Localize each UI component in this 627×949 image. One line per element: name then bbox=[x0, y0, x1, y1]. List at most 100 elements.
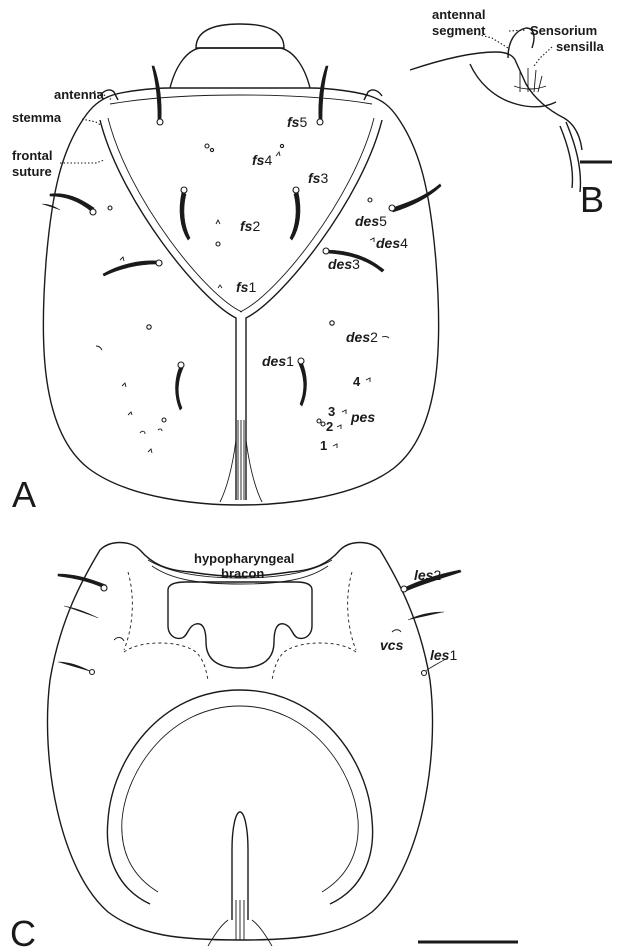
label-fs1: fs1 bbox=[236, 279, 256, 295]
seta-socket bbox=[389, 205, 395, 211]
seta-long bbox=[152, 66, 161, 120]
seta-socket bbox=[90, 209, 96, 215]
seta-socket bbox=[422, 671, 427, 676]
epicranial-hatching bbox=[220, 420, 262, 502]
leader-frontal-suture bbox=[60, 160, 104, 163]
sensillum bbox=[333, 444, 337, 448]
sensillum bbox=[120, 257, 124, 261]
seta-socket bbox=[156, 260, 162, 266]
seta-mid-left bbox=[176, 366, 184, 410]
ventral-outline bbox=[47, 543, 432, 941]
label-vcs: vcs bbox=[380, 637, 404, 653]
label-antennal-segment-line1: antennal bbox=[432, 7, 485, 22]
label-sensilla: sensilla bbox=[556, 39, 604, 54]
label-des5: des5 bbox=[355, 213, 387, 229]
seta-socket bbox=[323, 248, 329, 254]
label-des2: des2 bbox=[346, 329, 378, 345]
occipital-foramen-outer-left bbox=[107, 820, 150, 904]
clypeus-shape bbox=[170, 48, 310, 88]
sensillum bbox=[114, 637, 124, 641]
sensillum bbox=[382, 336, 389, 338]
occipital-foramen-inner-left bbox=[122, 820, 158, 892]
seta-des5 bbox=[392, 184, 441, 212]
pit bbox=[317, 419, 321, 423]
sensillum bbox=[158, 429, 162, 431]
panel-c-drawing bbox=[47, 543, 518, 947]
label-fs2: fs2 bbox=[240, 218, 260, 234]
label-pes-1: 1 bbox=[320, 438, 327, 453]
leader-stemma bbox=[82, 119, 102, 126]
pit bbox=[210, 148, 213, 151]
label-pes: pes bbox=[350, 409, 375, 425]
hypopharyngeal-sclerite bbox=[168, 582, 312, 668]
label-les2: les2 bbox=[414, 567, 441, 583]
seta-les1-left bbox=[58, 662, 92, 672]
seta-socket bbox=[181, 187, 187, 193]
label-frontal-suture-line2: suture bbox=[12, 164, 52, 179]
sensillum bbox=[276, 152, 280, 156]
label-stemma: stemma bbox=[12, 110, 62, 125]
seta-des1 bbox=[299, 362, 307, 406]
occipital-foramen-inner bbox=[122, 706, 358, 892]
seta-fs3-right bbox=[290, 192, 300, 240]
label-pes-2: 2 bbox=[326, 419, 333, 434]
sensillum-vcs bbox=[392, 630, 401, 632]
seta-socket bbox=[317, 119, 323, 125]
seta-lateral-2 bbox=[103, 261, 158, 276]
label-des1: des1 bbox=[262, 353, 294, 369]
seta-socket bbox=[90, 670, 95, 675]
antenna-outer-contour bbox=[410, 52, 582, 150]
label-des3: des3 bbox=[328, 256, 360, 272]
front-margin-arc bbox=[110, 95, 372, 104]
antenna-lower-contour bbox=[470, 64, 556, 107]
seta-fs3-left bbox=[180, 192, 190, 240]
sensillum bbox=[337, 425, 341, 429]
seta-socket bbox=[293, 187, 299, 193]
sensillum bbox=[370, 238, 374, 242]
leader-sensorium bbox=[509, 30, 526, 31]
seta-socket bbox=[101, 585, 107, 591]
pit bbox=[216, 242, 220, 246]
sensilla-base bbox=[514, 86, 546, 89]
pit bbox=[205, 144, 209, 148]
label-les1: les1 bbox=[430, 647, 457, 663]
pit bbox=[108, 206, 112, 210]
pit bbox=[147, 325, 151, 329]
sensillum bbox=[148, 449, 152, 453]
seta-socket bbox=[157, 119, 163, 125]
panel-letter-b: B bbox=[580, 179, 604, 220]
sensillum bbox=[96, 346, 102, 350]
sensillum bbox=[342, 410, 346, 414]
label-antennal-segment-line2: segment bbox=[432, 23, 486, 38]
tentorial-arms-dashed bbox=[124, 643, 356, 680]
seta-socket bbox=[298, 358, 304, 364]
seta-long bbox=[319, 66, 328, 120]
label-frontal-suture-line1: frontal bbox=[12, 148, 52, 163]
frontal-suture-left-inner bbox=[108, 118, 242, 312]
occipital-foramen-outer bbox=[108, 690, 373, 904]
sensillum bbox=[218, 285, 222, 288]
frontal-suture-right-inner bbox=[240, 118, 374, 312]
labrum-shape bbox=[196, 24, 284, 48]
sensillum bbox=[216, 220, 220, 224]
seta-lateral bbox=[50, 194, 94, 212]
sensillum bbox=[122, 383, 126, 387]
label-hypopharyngeal-line1: hypopharyngeal bbox=[194, 551, 294, 566]
sensillum bbox=[140, 431, 145, 434]
pit bbox=[330, 321, 334, 325]
leader-sensilla bbox=[534, 47, 552, 66]
pit bbox=[280, 144, 283, 147]
label-fs5: fs5 bbox=[287, 114, 307, 130]
label-pes-4: 4 bbox=[353, 374, 361, 389]
sensillum bbox=[366, 378, 370, 382]
label-des4: des4 bbox=[376, 235, 408, 251]
pit bbox=[162, 418, 166, 422]
panel-letter-c: C bbox=[10, 913, 36, 949]
seta-socket bbox=[178, 362, 184, 368]
label-pes-3: 3 bbox=[328, 404, 335, 419]
label-sensorium: Sensorium bbox=[530, 23, 597, 38]
pit bbox=[368, 198, 372, 202]
seta-socket bbox=[401, 586, 407, 592]
